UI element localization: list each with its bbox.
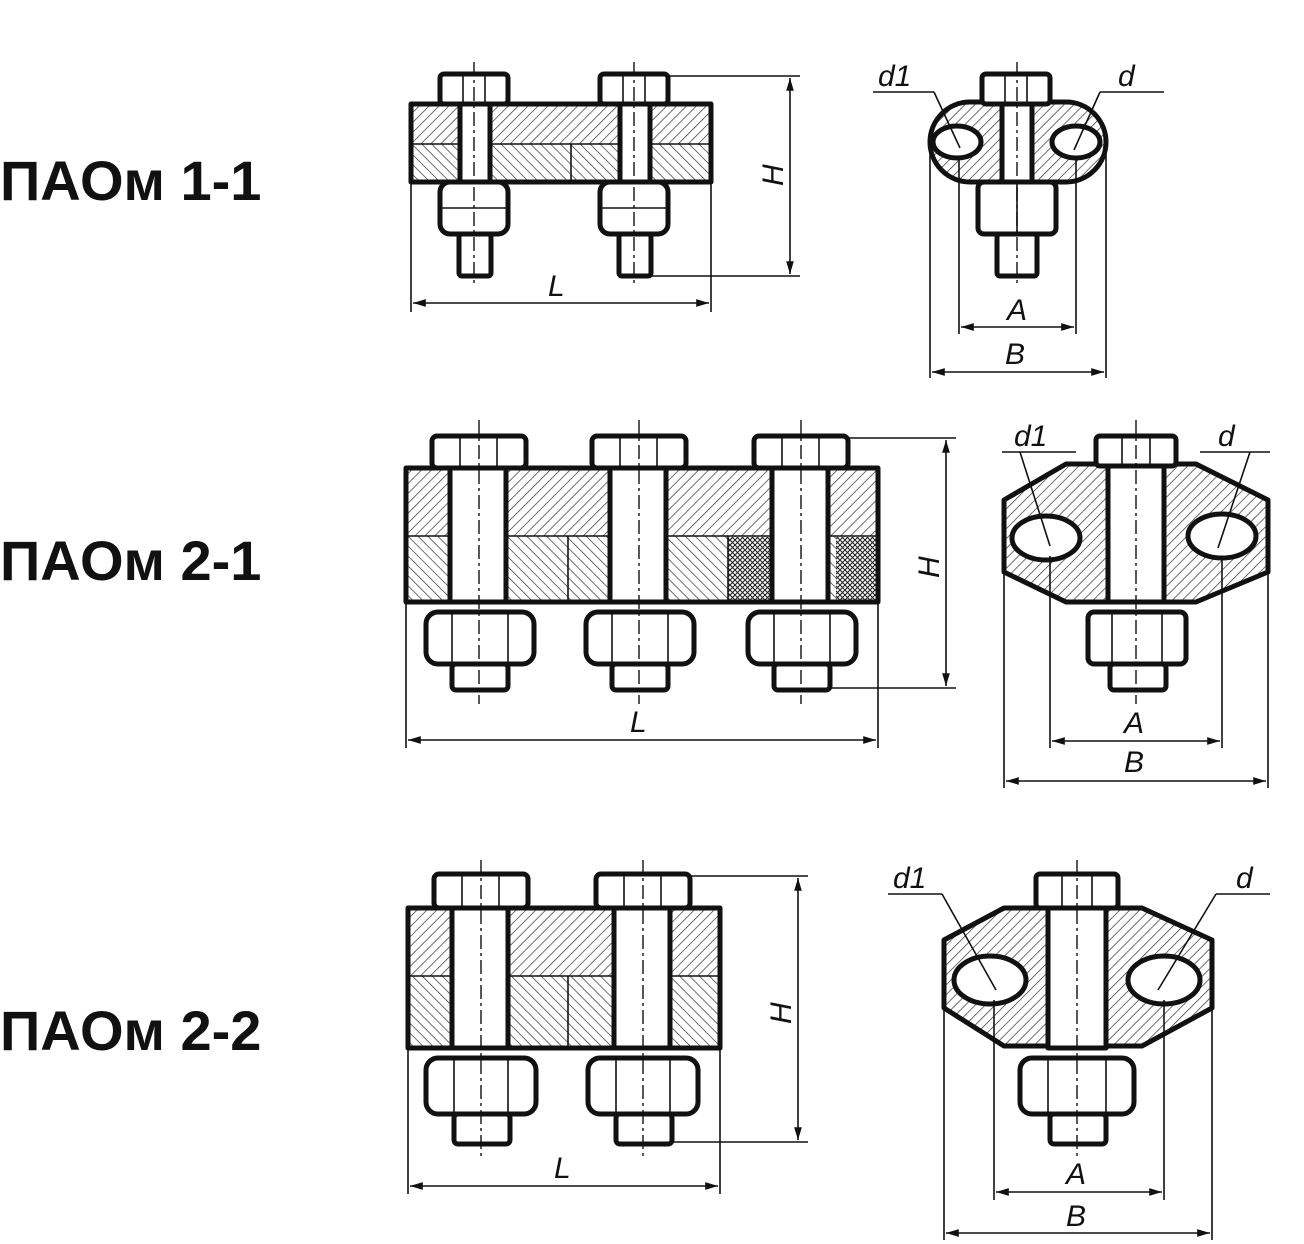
contact-insert [836,537,876,601]
bolt [585,860,701,1158]
bolt [423,420,537,704]
bolt [745,420,859,704]
leader-d: d [1073,60,1164,151]
leader-d1: d1 [888,862,997,991]
dimension-height: H [651,75,800,277]
d1-label: d1 [878,60,911,93]
leader-d: d [1157,862,1270,991]
length-label: L [554,1152,571,1185]
dimension-a: A [993,1000,1165,1200]
wire-groove-d1 [1009,513,1083,563]
dimension-b: B [943,1008,1213,1240]
a-label: A [1122,707,1144,740]
dimension-height: H [672,875,808,1143]
side-view: L H [405,860,808,1194]
contact-insert [728,537,772,601]
height-label: H [757,164,790,186]
model-label: ПАОм 2-1 [0,529,261,592]
side-view: L H [408,62,800,312]
a-label: A [1005,294,1027,327]
dimension-length: L [405,602,879,748]
b-label: B [1124,746,1144,779]
length-label: L [548,270,565,303]
clamp-body-outline [405,905,723,1051]
a-label: A [1064,1158,1086,1191]
dimension-b: B [929,150,1107,378]
end-view: d1 d A B [888,860,1270,1240]
height-label: H [765,1002,798,1024]
side-view: L H [403,420,956,748]
d-label: d [1118,60,1136,93]
d1-label: d1 [893,862,926,895]
b-label: B [1066,1200,1086,1233]
leader-d1: d1 [873,60,961,149]
d1-label: d1 [1014,420,1047,453]
wire-groove-d [1049,123,1103,161]
clamp-plate-top [411,104,711,144]
end-view: d1 d A B [873,60,1164,378]
end-view: d1 d A B [1001,420,1271,788]
row-paom-1-1: ПАОм 1-1 [0,60,1164,378]
bolt [583,420,697,704]
clamp-plate-bottom [411,144,711,182]
b-label: B [1005,338,1025,371]
model-label: ПАОм 1-1 [0,149,261,212]
dimension-a: A [958,160,1077,334]
bolt [423,860,539,1158]
row-paom-2-1: ПАОм 2-1 [0,420,1271,788]
length-label: L [630,706,647,739]
height-label: H [913,556,946,578]
clamp-body-outline [408,101,714,185]
bolt [597,62,671,286]
d-label: d [1236,862,1254,895]
dimension-height: H [830,437,956,689]
bolt [437,62,511,286]
dimension-b: B [1003,572,1269,788]
leader-d: d [1200,420,1270,549]
dimension-length: L [410,182,712,312]
leader-d1: d1 [1002,420,1076,547]
model-label: ПАОм 2-2 [0,999,261,1062]
dimension-length: L [407,1048,721,1194]
d-label: d [1218,420,1236,453]
row-paom-2-2: ПАОм 2-2 [0,860,1270,1240]
dimension-a: A [1049,556,1223,748]
